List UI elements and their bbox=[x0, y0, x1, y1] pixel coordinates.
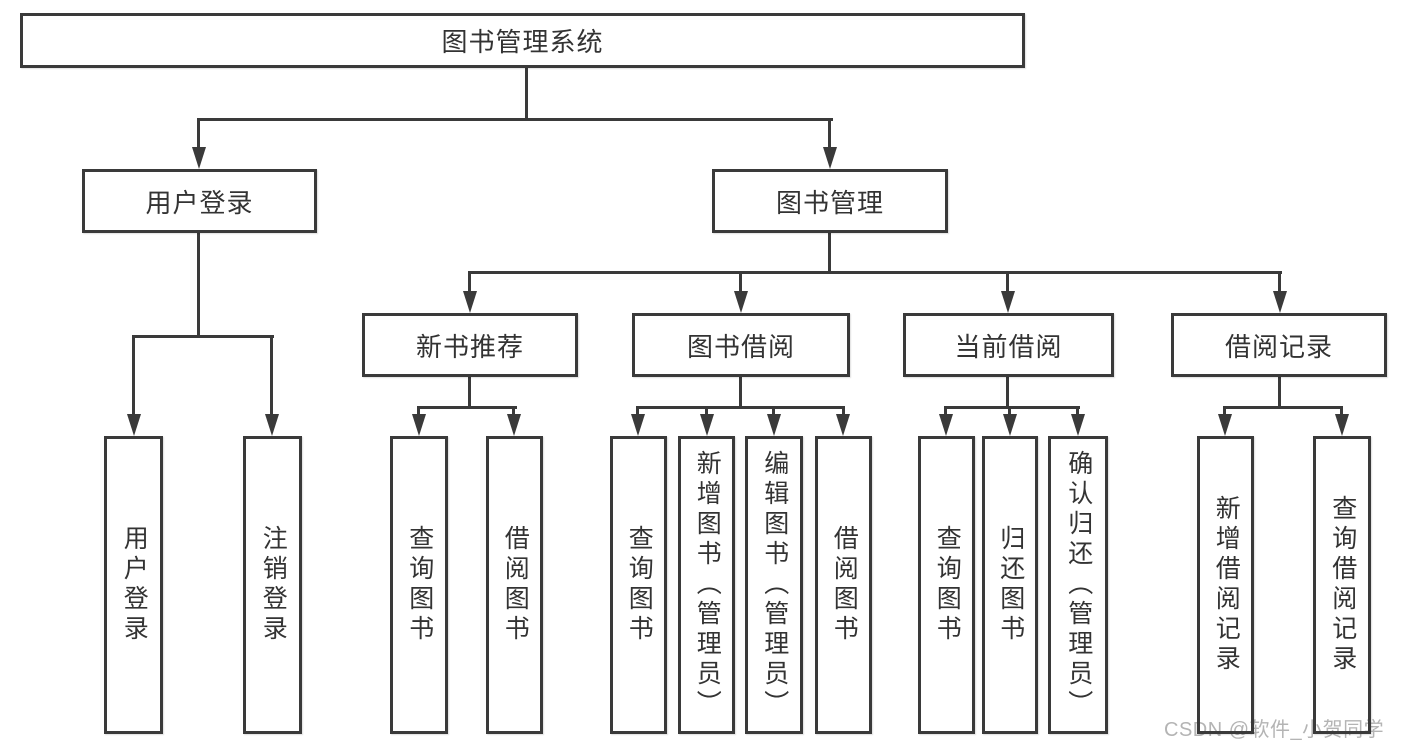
leaf-records-add-record-label: 新增借阅记录 bbox=[1212, 495, 1241, 675]
connector-line bbox=[1278, 377, 1281, 408]
arrowhead-down-icon bbox=[700, 414, 714, 436]
arrowhead-down-icon bbox=[412, 414, 426, 436]
node-root: 图书管理系统 bbox=[20, 13, 1025, 68]
arrowhead-down-icon bbox=[734, 291, 748, 313]
arrowhead-down-icon bbox=[1335, 414, 1349, 436]
leaf-borrow-add-books-admin-label: 新增图书（管理员） bbox=[693, 450, 722, 720]
node-user-login: 用户登录 bbox=[82, 169, 317, 233]
csdn-watermark: CSDN @软件_小贺同学 bbox=[1164, 719, 1385, 741]
connector-line bbox=[828, 118, 831, 151]
connector-line bbox=[197, 118, 200, 151]
connector-line bbox=[1340, 406, 1343, 418]
node-borrow-records-label: 借阅记录 bbox=[1224, 331, 1333, 362]
leaf-current-confirm-return-admin-label: 确认归还（管理员） bbox=[1064, 450, 1093, 720]
connector-line bbox=[1223, 406, 1343, 409]
connector-line bbox=[772, 406, 775, 418]
arrowhead-down-icon bbox=[1071, 414, 1085, 436]
connector-line bbox=[132, 335, 274, 338]
leaf-borrow-edit-books-admin: 编辑图书（管理员） bbox=[745, 436, 803, 734]
node-book-management: 图书管理 bbox=[712, 169, 948, 233]
connector-line bbox=[197, 233, 200, 337]
connector-line bbox=[1006, 377, 1009, 408]
connector-line bbox=[705, 406, 708, 418]
node-root-label: 图书管理系统 bbox=[441, 27, 604, 57]
leaf-borrow-query-books: 查询图书 bbox=[610, 436, 667, 734]
node-new-book-recommend: 新书推荐 bbox=[362, 313, 578, 377]
arrowhead-down-icon bbox=[1218, 414, 1232, 436]
connector-line bbox=[828, 233, 831, 273]
node-current-borrow: 当前借阅 bbox=[903, 313, 1114, 377]
leaf-borrow-borrow-books-label: 借阅图书 bbox=[830, 525, 859, 645]
node-book-borrow: 图书借阅 bbox=[632, 313, 850, 377]
leaf-borrow-borrow-books: 借阅图书 bbox=[815, 436, 872, 734]
arrowhead-down-icon bbox=[767, 414, 781, 436]
leaf-recommend-query-books: 查询图书 bbox=[390, 436, 448, 734]
node-user-login-label: 用户登录 bbox=[145, 187, 254, 218]
leaf-borrow-edit-books-admin-label: 编辑图书（管理员） bbox=[760, 450, 789, 720]
connector-line bbox=[944, 406, 947, 418]
connector-line bbox=[636, 406, 845, 409]
connector-line bbox=[1223, 406, 1226, 418]
leaf-current-return-books-label: 归还图书 bbox=[996, 525, 1025, 645]
arrowhead-down-icon bbox=[631, 414, 645, 436]
leaf-records-add-record: 新增借阅记录 bbox=[1197, 436, 1254, 734]
node-new-book-recommend-label: 新书推荐 bbox=[415, 331, 524, 362]
connector-line bbox=[468, 271, 471, 293]
arrowhead-down-icon bbox=[463, 291, 477, 313]
node-book-management-label: 图书管理 bbox=[775, 187, 884, 218]
node-book-borrow-label: 图书借阅 bbox=[686, 331, 795, 362]
arrowhead-down-icon bbox=[823, 147, 837, 169]
connector-line bbox=[1278, 271, 1281, 293]
leaf-user-login: 用户登录 bbox=[104, 436, 163, 734]
arrowhead-down-icon bbox=[507, 414, 521, 436]
connector-line bbox=[468, 377, 471, 408]
connector-line bbox=[842, 406, 845, 418]
arrowhead-down-icon bbox=[836, 414, 850, 436]
arrowhead-down-icon bbox=[192, 147, 206, 169]
connector-line bbox=[739, 377, 742, 408]
leaf-recommend-query-books-label: 查询图书 bbox=[405, 525, 434, 645]
connector-line bbox=[132, 335, 135, 416]
connector-line bbox=[1076, 406, 1079, 418]
connector-line bbox=[417, 406, 420, 418]
leaf-borrow-query-books-label: 查询图书 bbox=[625, 525, 654, 645]
connector-line bbox=[1008, 406, 1011, 418]
leaf-records-query-record: 查询借阅记录 bbox=[1313, 436, 1371, 734]
leaf-records-query-record-label: 查询借阅记录 bbox=[1328, 495, 1357, 675]
arrowhead-down-icon bbox=[1003, 414, 1017, 436]
leaf-borrow-add-books-admin: 新增图书（管理员） bbox=[678, 436, 735, 734]
leaf-user-login-label: 用户登录 bbox=[120, 525, 149, 645]
node-borrow-records: 借阅记录 bbox=[1171, 313, 1387, 377]
leaf-current-query-books-label: 查询图书 bbox=[933, 525, 962, 645]
connector-line bbox=[1006, 271, 1009, 293]
leaf-current-return-books: 归还图书 bbox=[982, 436, 1038, 734]
arrowhead-down-icon bbox=[1273, 291, 1287, 313]
leaf-recommend-borrow-books-label: 借阅图书 bbox=[501, 525, 530, 645]
connector-line bbox=[197, 118, 833, 121]
leaf-current-confirm-return-admin: 确认归还（管理员） bbox=[1048, 436, 1108, 734]
arrowhead-down-icon bbox=[127, 414, 141, 436]
connector-line bbox=[944, 406, 1080, 409]
connector-line bbox=[270, 335, 273, 416]
connector-line bbox=[468, 271, 1282, 274]
leaf-recommend-borrow-books: 借阅图书 bbox=[486, 436, 543, 734]
node-current-borrow-label: 当前借阅 bbox=[954, 331, 1063, 362]
leaf-current-query-books: 查询图书 bbox=[918, 436, 975, 734]
connector-line bbox=[417, 406, 517, 409]
arrowhead-down-icon bbox=[1001, 291, 1015, 313]
connector-line bbox=[636, 406, 639, 418]
leaf-logout-label: 注销登录 bbox=[259, 525, 288, 645]
connector-line bbox=[512, 406, 515, 418]
connector-line bbox=[739, 271, 742, 293]
leaf-logout: 注销登录 bbox=[243, 436, 302, 734]
arrowhead-down-icon bbox=[265, 414, 279, 436]
connector-line bbox=[525, 68, 528, 120]
arrowhead-down-icon bbox=[939, 414, 953, 436]
